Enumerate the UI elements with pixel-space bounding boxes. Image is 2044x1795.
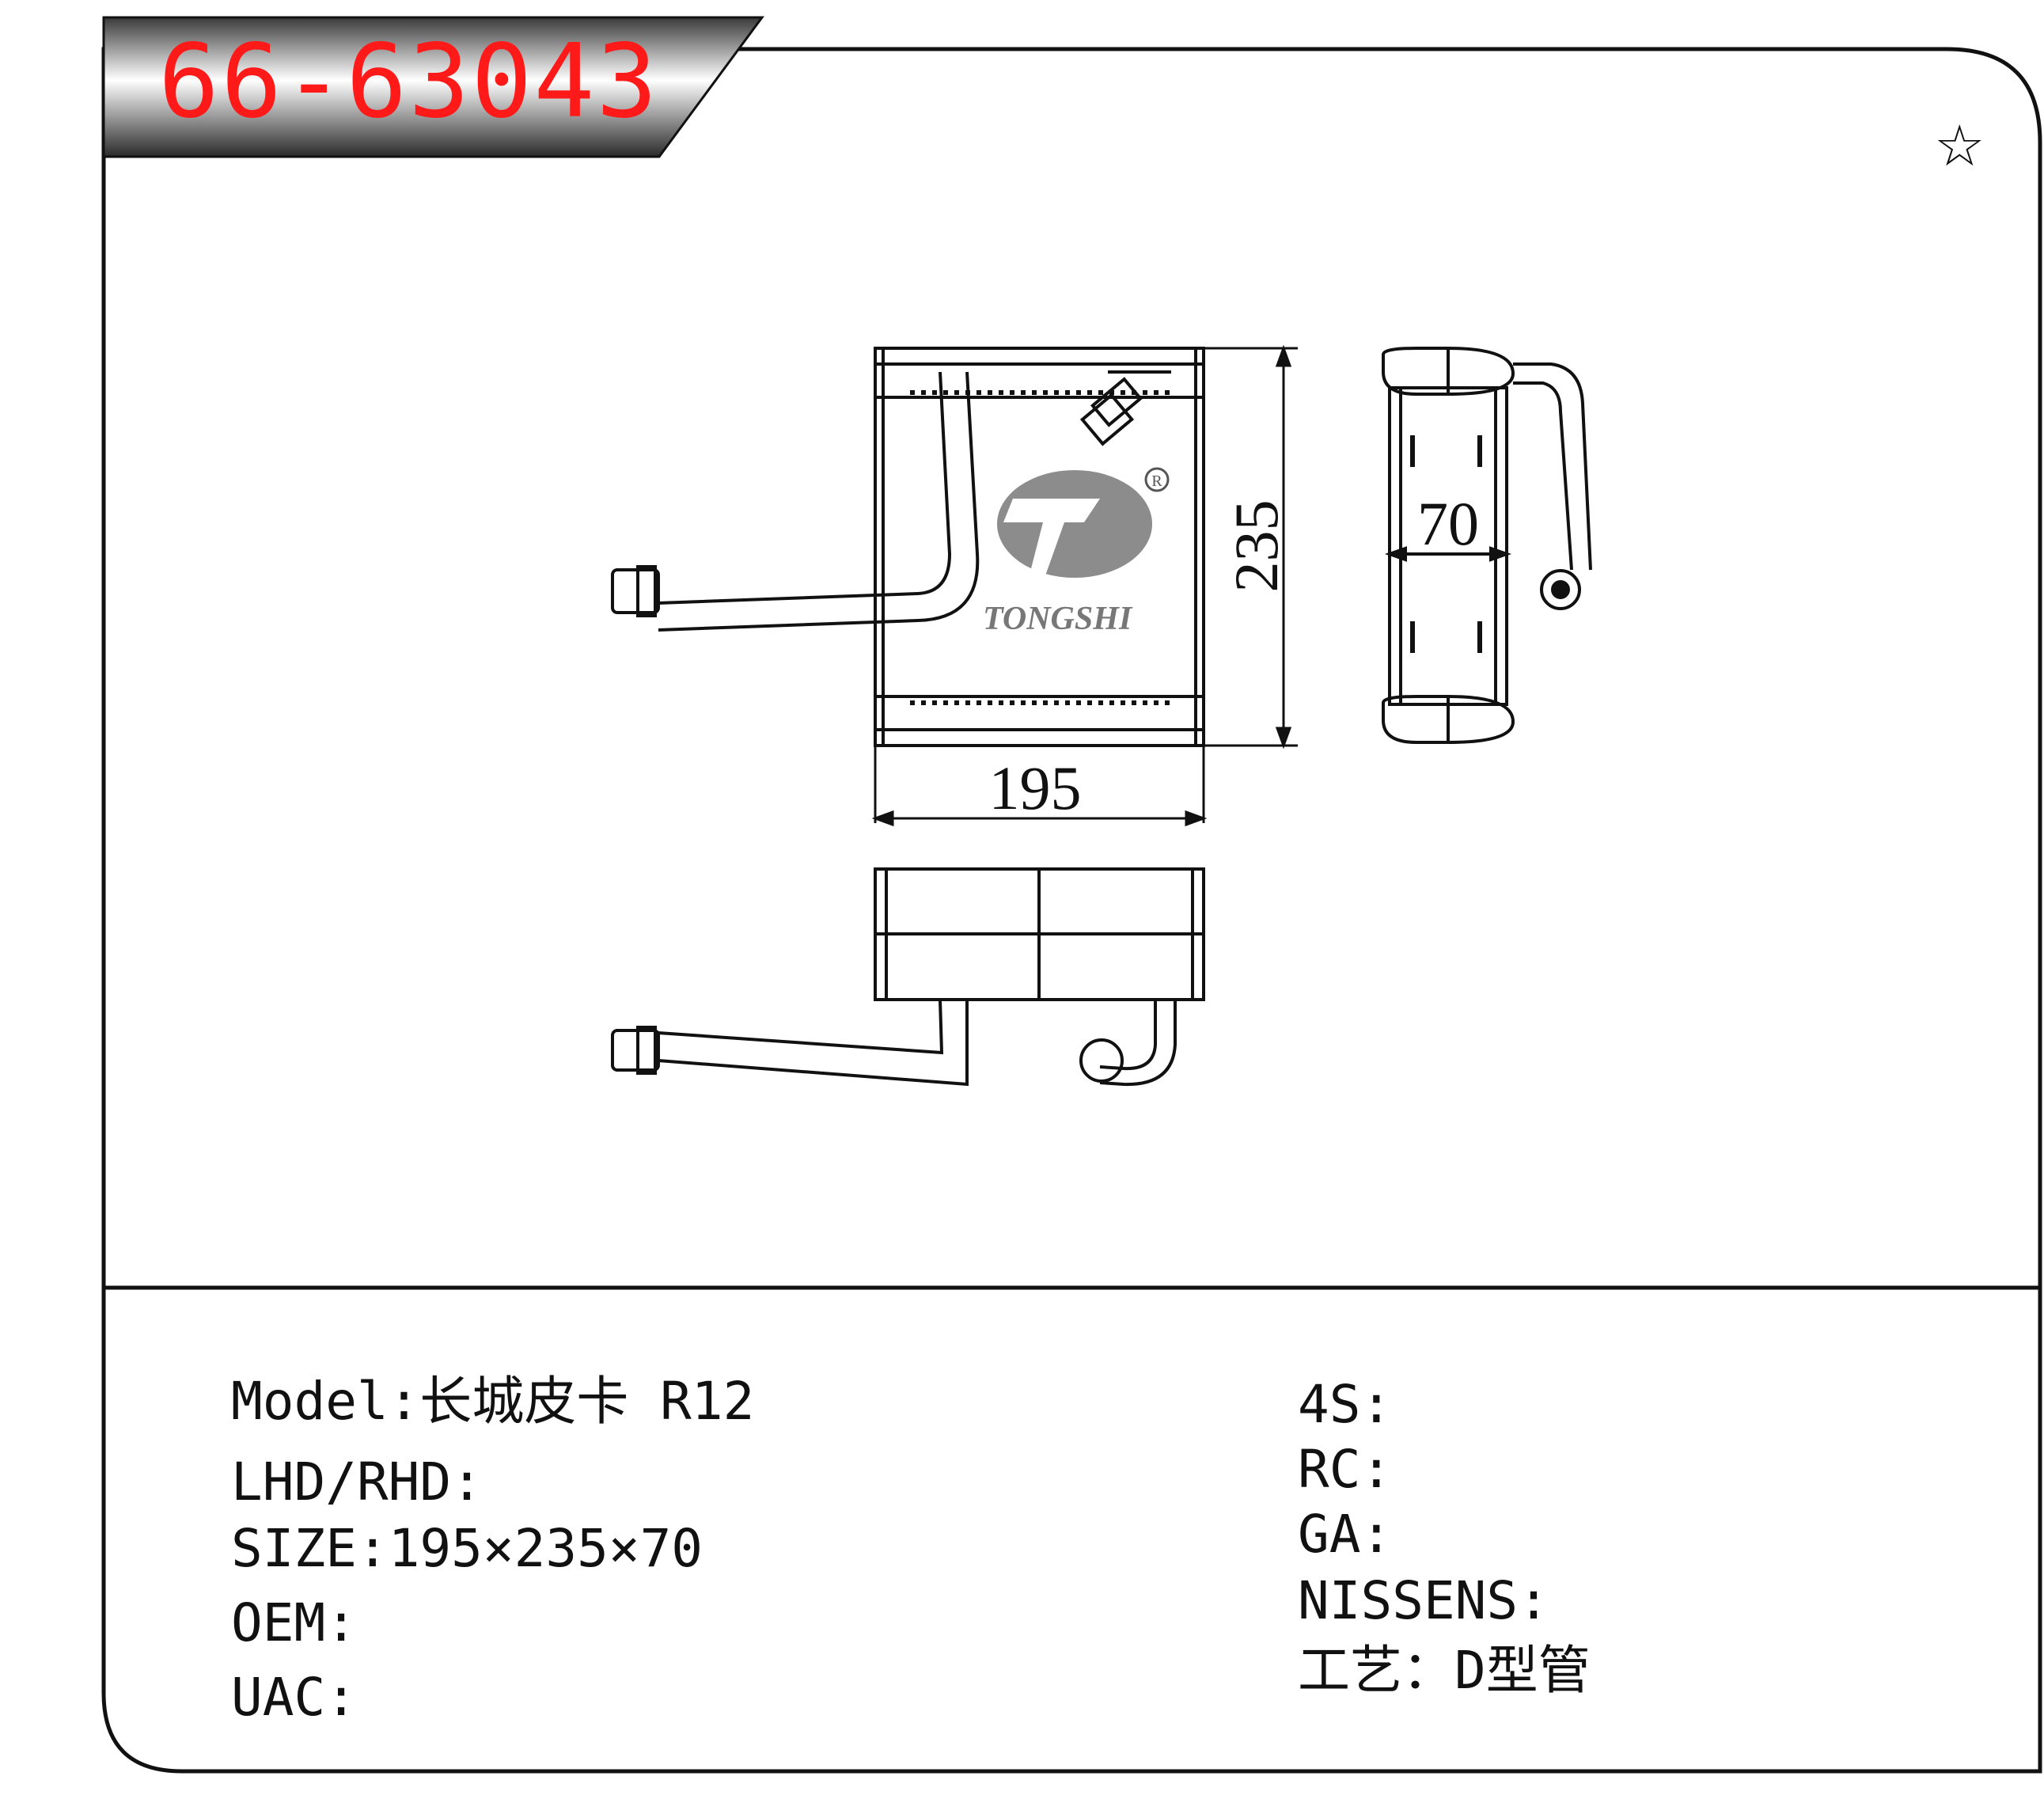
depth-dimension: 70 [1417, 489, 1479, 558]
spec-4s: 4S: [1298, 1374, 1393, 1435]
star-icon[interactable]: ☆ [1934, 112, 1985, 179]
height-dimension: 235 [1222, 500, 1291, 593]
spec-oem: OEM: [231, 1592, 357, 1653]
spec-model: Model:长城皮卡 R12 [231, 1371, 755, 1432]
tongshi-logo: R TONGSHI [983, 467, 1170, 637]
part-number-title: 66-63043 [158, 23, 659, 141]
outer-border [101, 47, 2042, 1774]
title-tab [102, 16, 764, 158]
spec-ga: GA: [1298, 1504, 1393, 1565]
front-view [611, 347, 1205, 747]
spec-nissens: NISSENS: [1298, 1570, 1549, 1631]
spec-uac: UAC: [231, 1667, 357, 1728]
registered-mark: R [1151, 472, 1162, 490]
side-view [1382, 347, 1592, 744]
spec-rc: RC: [1298, 1439, 1393, 1500]
dimension-lines [871, 344, 1298, 827]
spec-size: SIZE:195×235×70 [231, 1518, 703, 1579]
spec-lhd-rhd: LHD/RHD: [231, 1452, 483, 1512]
bottom-view [611, 867, 1205, 1087]
spec-process: 工艺：D型管 [1298, 1640, 1591, 1701]
logo-text: TONGSHI [983, 601, 1133, 637]
width-dimension: 195 [989, 753, 1082, 822]
